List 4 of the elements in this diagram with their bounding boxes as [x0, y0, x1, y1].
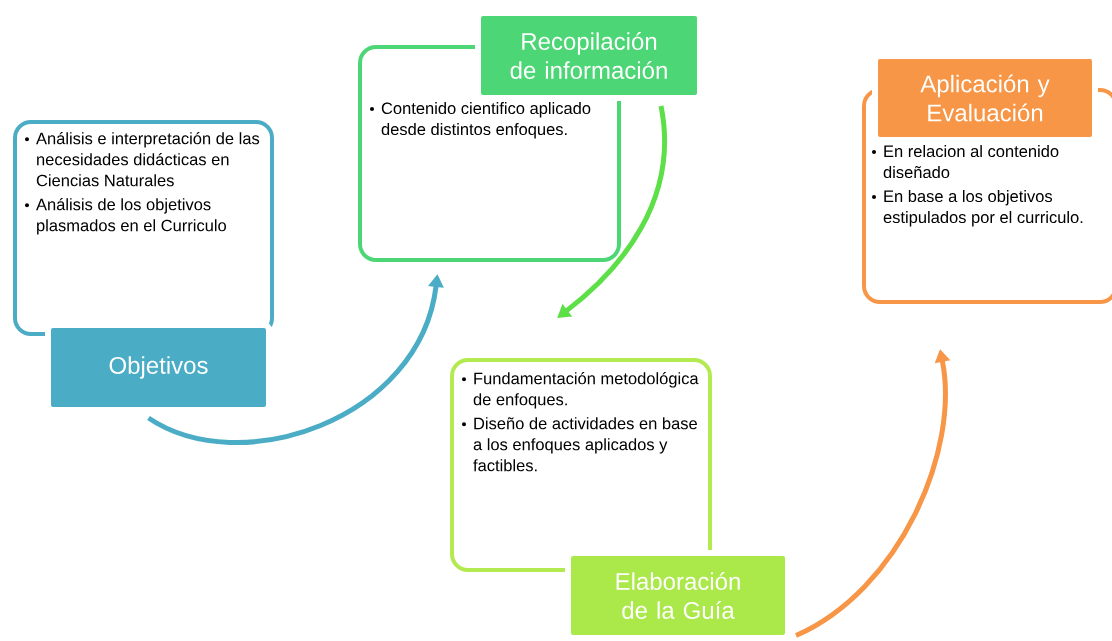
title-box: Objetivos [45, 322, 272, 413]
title-box: Aplicación y Evaluación [872, 53, 1098, 143]
curved-arrow [557, 105, 667, 318]
title-box: Elaboración de la Guía [565, 550, 791, 641]
